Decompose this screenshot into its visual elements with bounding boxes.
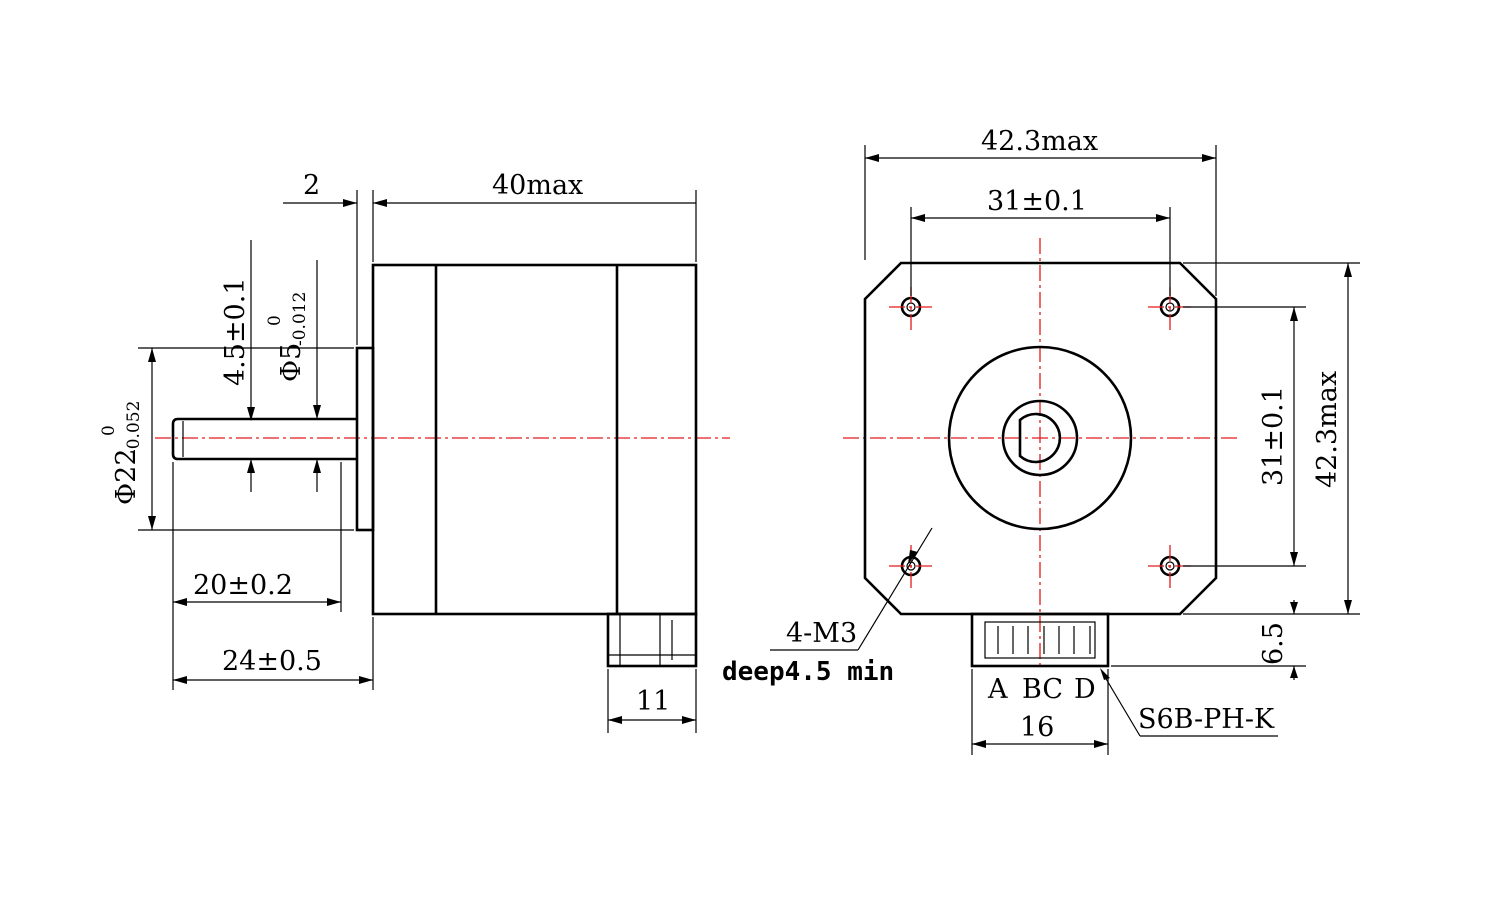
dim-boss-dia-lower-tol: -0.052 — [124, 401, 144, 455]
side-view: 2 40max 4.5±0.1 Φ5 0 -0.012 Φ22 0 -0.052… — [99, 170, 730, 733]
side-connector — [606, 612, 698, 668]
dim-connector-height: 6.5 — [1258, 622, 1289, 665]
shaft-circle-outer — [1001, 399, 1079, 477]
dim-overall-height: 42.3max — [1312, 371, 1343, 488]
motor-body — [371, 263, 698, 616]
pin-label-a: A — [987, 674, 1008, 705]
dim-shaft-length: 24±0.5 — [222, 646, 322, 677]
pin-label-d: D — [1074, 674, 1096, 705]
connector-part-label: S6B-PH-K — [1138, 704, 1275, 735]
dim-shaft-dia-lower-tol: -0.012 — [290, 292, 310, 346]
dim-overall-width: 42.3max — [981, 126, 1098, 157]
dim-shaft-dia: Φ5 — [276, 343, 307, 382]
dim-shaft-dia-upper-tol: 0 — [265, 315, 285, 326]
front-outline — [863, 261, 1218, 616]
shaft-flat-circle — [1018, 412, 1062, 464]
front-view: 42.3max 31±0.1 31±0.1 42.3max 6.5 16 A B… — [722, 126, 1360, 755]
dim-flange-thickness: 2 — [303, 170, 320, 201]
dim-flat-depth: 4.5±0.1 — [220, 277, 251, 386]
dim-boss-dia-upper-tol: 0 — [99, 425, 119, 436]
boss — [355, 346, 375, 532]
thread-depth-label: deep4.5 min — [722, 657, 894, 687]
boss-circle — [947, 345, 1133, 531]
dim-flat-length: 20±0.2 — [193, 570, 293, 601]
pin-label-bc: BC — [1022, 674, 1063, 705]
dim-hole-spacing-v: 31±0.1 — [1258, 386, 1289, 486]
thread-spec-label: 4-M3 — [786, 618, 857, 649]
front-connector — [970, 612, 1110, 668]
shaft — [171, 417, 357, 461]
dim-body-length: 40max — [492, 170, 583, 201]
dim-boss-dia: Φ22 — [111, 449, 142, 506]
dim-connector-width: 16 — [1020, 712, 1054, 743]
dim-side-connector-width: 11 — [636, 686, 670, 717]
dim-hole-spacing-h: 31±0.1 — [987, 186, 1087, 217]
